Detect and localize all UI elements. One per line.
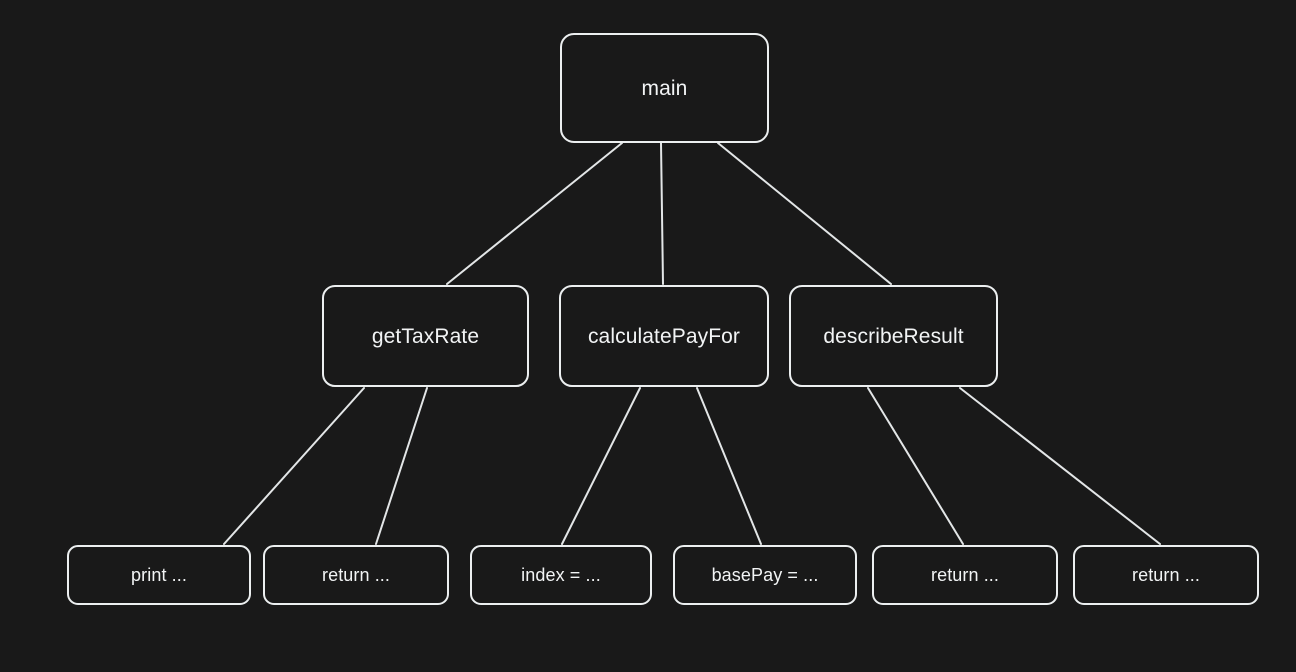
node-describeResult[interactable]: describeResult — [789, 285, 998, 387]
node-return2-label: return ... — [930, 565, 1000, 585]
edge-describeResult-return3 — [959, 387, 1161, 545]
node-basePay[interactable]: basePay = ... — [673, 545, 857, 605]
node-return1-label: return ... — [321, 565, 391, 585]
node-return2[interactable]: return ... — [872, 545, 1058, 605]
node-print-label: print ... — [131, 565, 187, 585]
node-calculatePayFor[interactable]: calculatePayFor — [559, 285, 769, 387]
edge-calculatePayFor-index — [561, 387, 641, 545]
node-basePay-label: basePay = ... — [711, 565, 819, 585]
edge-main-getTaxRate — [446, 142, 623, 285]
node-describeResult-label: describeResult — [823, 324, 964, 348]
node-return3[interactable]: return ... — [1073, 545, 1259, 605]
node-index[interactable]: index = ... — [470, 545, 652, 605]
edge-getTaxRate-return1 — [375, 387, 428, 545]
node-calculatePayFor-label: calculatePayFor — [587, 324, 741, 348]
node-return3-label: return ... — [1131, 565, 1201, 585]
node-print[interactable]: print ... — [67, 545, 251, 605]
edge-main-describeResult — [717, 142, 892, 285]
node-getTaxRate[interactable]: getTaxRate — [322, 285, 529, 387]
node-main[interactable]: main — [560, 33, 769, 143]
edge-describeResult-return2 — [867, 387, 964, 545]
node-getTaxRate-label: getTaxRate — [371, 324, 480, 348]
edge-main-calculatePayFor — [660, 142, 664, 285]
node-return1[interactable]: return ... — [263, 545, 449, 605]
node-index-label: index = ... — [521, 565, 601, 585]
edge-getTaxRate-print — [223, 387, 365, 545]
node-main-label: main — [641, 76, 688, 100]
edge-calculatePayFor-basePay — [696, 387, 762, 545]
